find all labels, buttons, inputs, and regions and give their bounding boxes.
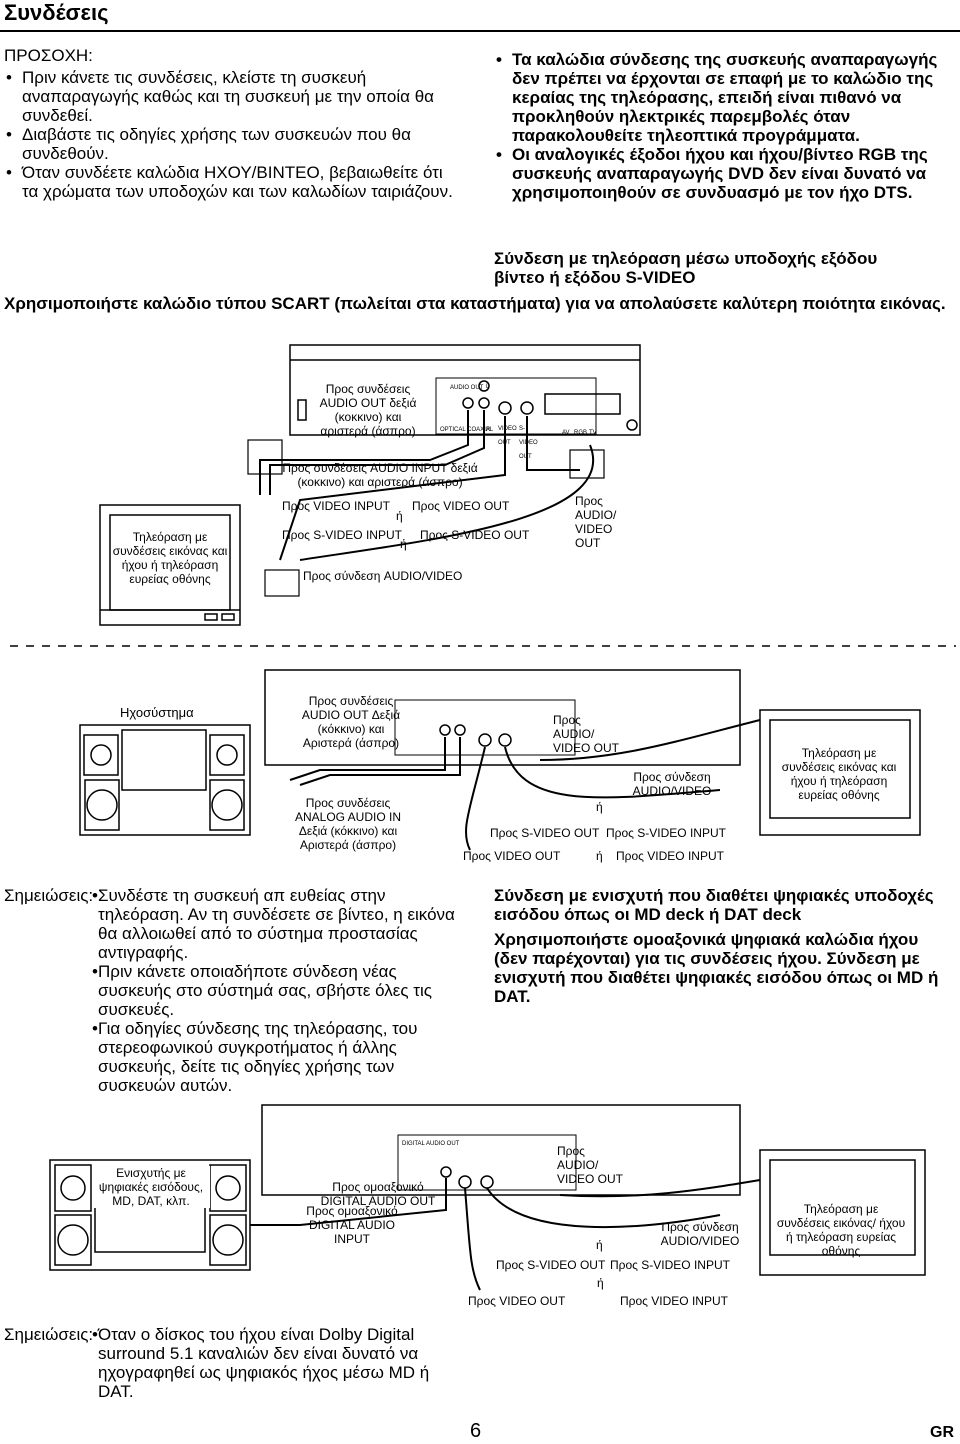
notes-list: Όταν ο δίσκος του ήχου είναι Dolby Digit… [90,1325,460,1401]
notes-list: Συνδέστε τη συσκευή απ ευθείας στην τηλε… [90,886,460,1095]
sound-system-label: Ηχοσύστημα [120,705,194,720]
panel-tv: TV [589,430,597,436]
label-video-input: Προς VIDEO INPUT [282,499,390,513]
tv-1 [99,504,241,626]
panel-rgb: RGB [574,430,588,436]
label-video-out: Προς VIDEO OUT [468,1294,566,1308]
language-code: GR [930,1424,954,1441]
label-av-connection: Προς σύνδεση AUDIO/VIDEO [632,770,712,798]
title-rule [0,30,960,32]
panel-svideo-out: S-VIDEO OUT [519,426,538,460]
label-or: ή [596,800,603,814]
caution-item: Πριν κάνετε τις συνδέσεις, κλείστε τη συ… [4,68,454,125]
tv-label: Τηλεόραση με συνδέσεις εικόνας/ ήχου ή τ… [776,1202,906,1258]
notes-label: Σημειώσεις: [4,1325,94,1344]
note-item: Πριν κάνετε οποιαδήποτε σύνδεση νέας συσ… [90,962,460,1019]
label-svideo-out: Προς S-VIDEO OUT [420,528,530,542]
panel-l: L [486,384,490,390]
page-title: Συνδέσεις [4,0,109,25]
label-coax-in: Προς ομοαξονικό DIGITAL AUDIO INPUT [306,1204,398,1246]
label-to-av-out: Προς AUDIO/ VIDEO OUT [553,713,620,755]
label-to-av-out: Προς AUDIO/ VIDEO OUT [575,494,617,550]
section1-heading: Σύνδεση με τηλεόραση μέσω υποδοχής εξόδο… [494,249,878,287]
label-svideo-out: Προς S-VIDEO OUT [496,1258,606,1272]
notes-label: Σημειώσεις: [4,886,94,905]
note-item: Όταν ο δίσκος του ήχου είναι Dolby Digit… [90,1325,460,1401]
label-or: ή [596,849,603,863]
caution-left-list: Πριν κάνετε τις συνδέσεις, κλείστε τη συ… [4,68,454,201]
label-svideo-out: Προς S-VIDEO OUT [490,826,600,840]
label-coax-out: Προς ομοαξονικό DIGITAL AUDIO OUT [320,1180,436,1208]
caution-item: Οι αναλογικές έξοδοι ήχου και ήχου/βίντε… [494,145,956,202]
note-item: Για οδηγίες σύνδεσης της τηλεόρασης, του… [90,1019,460,1095]
label-audio-input: Προς συνδέσεις AUDIO INPUT δεξιά (κοκκιν… [282,461,478,489]
label-av-connection: Προς σύνδεση AUDIO/VIDEO [660,1220,740,1248]
section1-intro: Χρησιμοποιήστε καλώδιο τύπου SCART (πωλε… [4,294,946,313]
label-video-out: Προς VIDEO OUT [412,499,510,513]
label-or: ή [396,509,403,523]
label-audio-out: Προς συνδέσεις AUDIO OUT Δεξιά (κόκκινο)… [301,694,401,750]
panel-r: R [486,427,491,433]
dvd-player-3 [261,1104,741,1196]
label-video-input: Προς VIDEO INPUT [616,849,724,863]
note-item: Συνδέστε τη συσκευή απ ευθείας στην τηλε… [90,886,460,962]
dvd-player-1 [289,344,641,436]
label-video-input: Προς VIDEO INPUT [620,1294,728,1308]
caution-item: Διαβάστε τις οδηγίες χρήσης των συσκευών… [4,125,454,163]
dvd-player-2 [264,669,741,766]
label-av-connection: Προς σύνδεση AUDIO/VIDEO [303,569,463,583]
panel-digital-audio-out: DIGITAL AUDIO OUT [402,1141,460,1147]
caution-item: Τα καλώδια σύνδεσης της συσκευής αναπαρα… [494,50,956,145]
label-analog-in: Προς συνδέσεις ANALOG AUDIO IN Δεξιά (κό… [294,796,402,852]
cables-2 [289,719,761,851]
tv-label: Τηλεόραση με συνδέσεις εικόνας και ήχου … [112,530,228,586]
panel-av: AV [562,430,570,436]
label-audio-out: Προς συνδέσεις AUDIO OUT δεξιά (κοκκινο)… [319,382,417,438]
caution-right-list: Τα καλώδια σύνδεσης της συσκευής αναπαρα… [494,50,956,202]
panel-video-out: VIDEO OUT [498,426,517,446]
label-video-out: Προς VIDEO OUT [463,849,561,863]
label-or: ή [400,537,407,551]
cables-1 [259,410,594,561]
tv-2 [759,709,921,836]
label-to-av-out: Προς AUDIO/ VIDEO OUT [557,1144,624,1186]
section3-heading: Σύνδεση με ενισχυτή που διαθέτει ψηφιακέ… [494,886,934,924]
amplifier-label: Ενισχυτής με ψηφιακές εισόδους, MD, DAT,… [92,1166,210,1208]
caution-heading: ΠΡΟΣΟΧΗ: [4,46,93,65]
panel-audio-out: AUDIO OUT [450,385,484,391]
label-svideo-input: Προς S-VIDEO INPUT [610,1258,730,1272]
tv-3 [759,1149,926,1276]
label-or: ή [596,1238,603,1252]
section3-text: Χρησιμοποιήστε ομοαξονικά ψηφιακά καλώδι… [494,930,939,1006]
panel-optical: OPTICAL COAXIAL [440,427,494,433]
label-svideo-input: Προς S-VIDEO INPUT [282,528,402,542]
sound-system [79,724,251,836]
cables-3 [250,1178,761,1291]
page-number: 6 [470,1420,482,1442]
tv-label: Τηλεόραση με συνδέσεις εικόνας και ήχου … [781,746,897,802]
label-or: ή [597,1276,604,1290]
label-svideo-input: Προς S-VIDEO INPUT [606,826,726,840]
caution-item: Όταν συνδέετε καλώδια ΗΧΟΥ/ΒΙΝΤΕΟ, βεβαι… [4,163,454,201]
